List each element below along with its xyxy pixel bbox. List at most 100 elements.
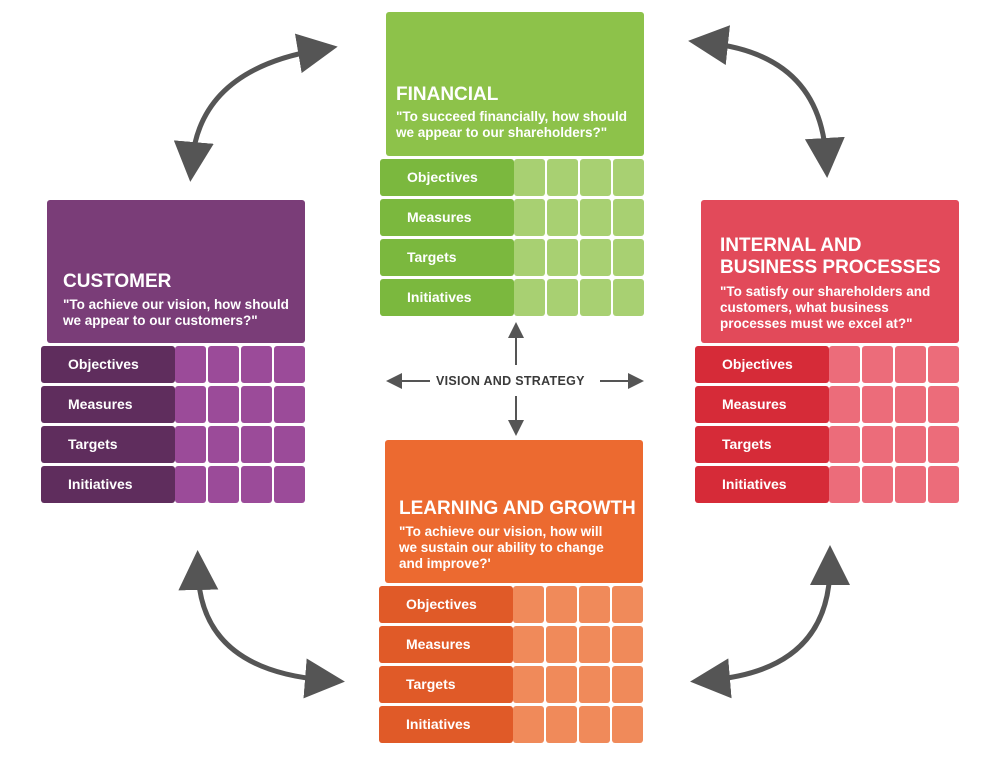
cycle-arrow-bottom-left: [178, 550, 345, 699]
financial-quote-line1: "To succeed financially, how should: [396, 109, 627, 124]
grid-cell: [928, 426, 959, 463]
grid-cell: [829, 466, 860, 503]
grid-cell: [514, 239, 545, 276]
grid-cell: [546, 706, 577, 743]
customer-row-label: Objectives: [41, 346, 175, 383]
financial-row-label: Objectives: [380, 159, 514, 196]
financial-header: FINANCIAL "To succeed financially, how s…: [386, 12, 644, 156]
financial-row-label: Initiatives: [380, 279, 514, 316]
financial-quote-line2: we appear to our shareholders?": [396, 125, 608, 140]
cycle-arrow-bottom-right: [690, 545, 850, 699]
grid-cell: [580, 279, 611, 316]
grid-cell: [208, 426, 239, 463]
grid-cell: [546, 626, 577, 663]
learning-row-label: Measures: [379, 626, 513, 663]
cycle-arrow-top-left: [173, 33, 338, 182]
grid-cell: [928, 466, 959, 503]
internal-row-label: Initiatives: [695, 466, 829, 503]
grid-cell: [547, 199, 578, 236]
grid-cell: [175, 386, 206, 423]
grid-cell: [547, 159, 578, 196]
internal-row-label: Measures: [695, 386, 829, 423]
customer-row-label: Targets: [41, 426, 175, 463]
grid-cell: [514, 279, 545, 316]
learning-quote-line1: "To achieve our vision, how will: [399, 524, 603, 539]
grid-cell: [613, 279, 644, 316]
internal-title-line2: BUSINESS PROCESSES: [720, 257, 941, 278]
grid-cell: [862, 466, 893, 503]
internal-header: INTERNAL AND BUSINESS PROCESSES "To sati…: [701, 200, 959, 343]
grid-cell: [175, 426, 206, 463]
financial-row-label: Targets: [380, 239, 514, 276]
grid-cell: [514, 199, 545, 236]
learning-row-label: Targets: [379, 666, 513, 703]
grid-cell: [274, 386, 305, 423]
grid-cell: [513, 586, 544, 623]
grid-cell: [612, 666, 643, 703]
grid-cell: [208, 386, 239, 423]
grid-cell: [579, 666, 610, 703]
grid-cell: [612, 586, 643, 623]
grid-cell: [513, 706, 544, 743]
grid-cell: [241, 386, 272, 423]
learning-row-label: Initiatives: [379, 706, 513, 743]
customer-row-label: Initiatives: [41, 466, 175, 503]
grid-cell: [612, 626, 643, 663]
grid-cell: [829, 346, 860, 383]
internal-row-label: Objectives: [695, 346, 829, 383]
grid-cell: [547, 239, 578, 276]
learning-header: LEARNING AND GROWTH "To achieve our visi…: [385, 440, 643, 583]
grid-cell: [613, 199, 644, 236]
learning-quote-line2: we sustain our ability to change: [399, 540, 604, 555]
customer-row-label: Measures: [41, 386, 175, 423]
grid-cell: [895, 386, 926, 423]
internal-row-label: Targets: [695, 426, 829, 463]
grid-cell: [612, 706, 643, 743]
grid-cell: [579, 586, 610, 623]
grid-cell: [208, 346, 239, 383]
vision-strategy-label: VISION AND STRATEGY: [436, 374, 585, 388]
internal-title-line1: INTERNAL AND: [720, 235, 862, 256]
grid-cell: [580, 199, 611, 236]
learning-row-label: Objectives: [379, 586, 513, 623]
grid-cell: [829, 386, 860, 423]
grid-cell: [579, 626, 610, 663]
grid-cell: [175, 346, 206, 383]
financial-title: FINANCIAL: [396, 84, 499, 105]
grid-cell: [895, 466, 926, 503]
grid-cell: [274, 426, 305, 463]
customer-quote-line2: we appear to our customers?": [63, 313, 258, 328]
grid-cell: [895, 426, 926, 463]
grid-cell: [580, 239, 611, 276]
grid-cell: [895, 346, 926, 383]
internal-quote-line3: processes must we excel at?": [720, 316, 913, 331]
grid-cell: [274, 346, 305, 383]
internal-quote-line2: customers, what business: [720, 300, 889, 315]
grid-cell: [613, 159, 644, 196]
grid-cell: [580, 159, 611, 196]
cycle-arrow-top-right: [688, 25, 845, 178]
learning-title: LEARNING AND GROWTH: [399, 498, 636, 519]
grid-cell: [241, 426, 272, 463]
grid-cell: [513, 626, 544, 663]
grid-cell: [274, 466, 305, 503]
internal-quote-line1: "To satisfy our shareholders and: [720, 284, 931, 299]
grid-cell: [208, 466, 239, 503]
grid-cell: [547, 279, 578, 316]
grid-cell: [546, 666, 577, 703]
grid-cell: [241, 466, 272, 503]
grid-cell: [513, 666, 544, 703]
customer-title: CUSTOMER: [63, 271, 172, 292]
grid-cell: [862, 426, 893, 463]
grid-cell: [928, 346, 959, 383]
grid-cell: [241, 346, 272, 383]
grid-cell: [928, 386, 959, 423]
grid-cell: [546, 586, 577, 623]
grid-cell: [579, 706, 610, 743]
grid-cell: [862, 346, 893, 383]
grid-cell: [514, 159, 545, 196]
grid-cell: [862, 386, 893, 423]
financial-row-label: Measures: [380, 199, 514, 236]
grid-cell: [175, 466, 206, 503]
